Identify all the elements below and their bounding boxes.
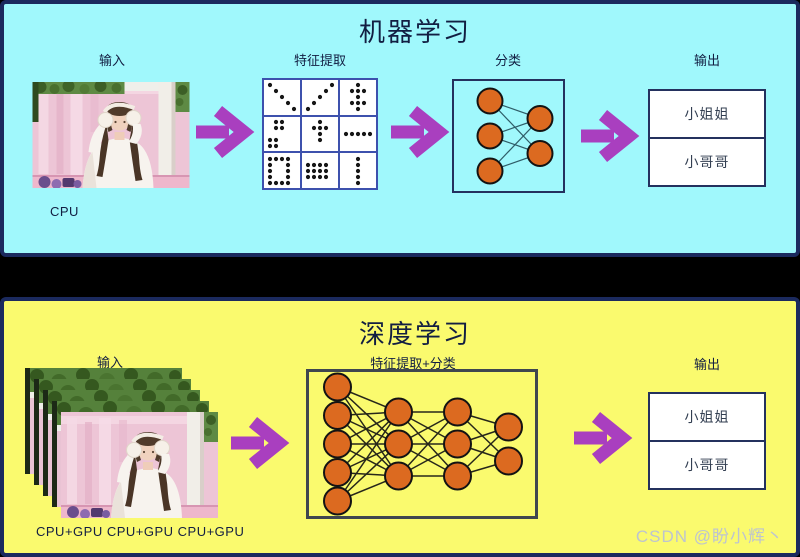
feature-cell-diagonal-up (302, 80, 338, 115)
feature-cell-vertical-line (340, 153, 376, 188)
arrow-right-icon (391, 105, 450, 159)
cpu-gpu-label: CPU+GPU CPU+GPU CPU+GPU (36, 524, 245, 539)
input-label: 输入 (96, 355, 123, 370)
feature-cell-tall-cross (340, 80, 376, 115)
feature-classify-label: 特征提取+分类 (370, 356, 456, 371)
arrow-right-icon (231, 416, 290, 470)
output-item: 小姐姐 (684, 409, 730, 425)
cpu-label: CPU (50, 204, 79, 219)
feature-cell-plus (302, 116, 338, 152)
input-photo (32, 82, 190, 188)
arrow-right-icon (581, 109, 640, 163)
machine-learning-panel: 机器学习 输入 特征提取 分类 输出 CPU 小姐姐 小哥哥 (0, 0, 800, 257)
classification-label: 分类 (494, 53, 521, 68)
classification-network (476, 87, 554, 185)
machine-learning-title: 机器学习 (358, 17, 471, 47)
feature-extraction-label: 特征提取 (293, 53, 346, 68)
feature-cell-two-clusters (264, 116, 300, 152)
classification-network-box (452, 79, 565, 193)
feature-cell-rect-outline (264, 153, 300, 188)
deep-network-box (306, 369, 538, 519)
output-classes: 小姐姐 小哥哥 (648, 89, 766, 187)
feature-cell-diagonal-down (264, 80, 300, 115)
output-label: 输出 (693, 53, 720, 68)
input-label: 输入 (98, 53, 125, 68)
deep-learning-panel: 深度学习 输入 特征提取+分类 输出 CPU+GPU CPU+GPU CPU+G… (0, 297, 800, 557)
watermark: CSDN @盼小辉丶 (635, 527, 784, 546)
feature-cell-horizontal-line (340, 116, 376, 152)
input-photo-stack (25, 368, 218, 518)
output-item: 小哥哥 (650, 440, 764, 488)
feature-grid (262, 78, 378, 190)
output-item: 小哥哥 (650, 137, 764, 185)
output-item: 小姐姐 (684, 106, 730, 122)
feature-cell-filled-grid (302, 153, 338, 188)
output-classes: 小姐姐 小哥哥 (648, 392, 766, 490)
arrow-right-icon (574, 411, 633, 465)
arrow-right-icon (196, 105, 255, 159)
deep-network (323, 372, 523, 516)
deep-learning-title: 深度学习 (358, 319, 471, 349)
output-label: 输出 (693, 357, 720, 372)
